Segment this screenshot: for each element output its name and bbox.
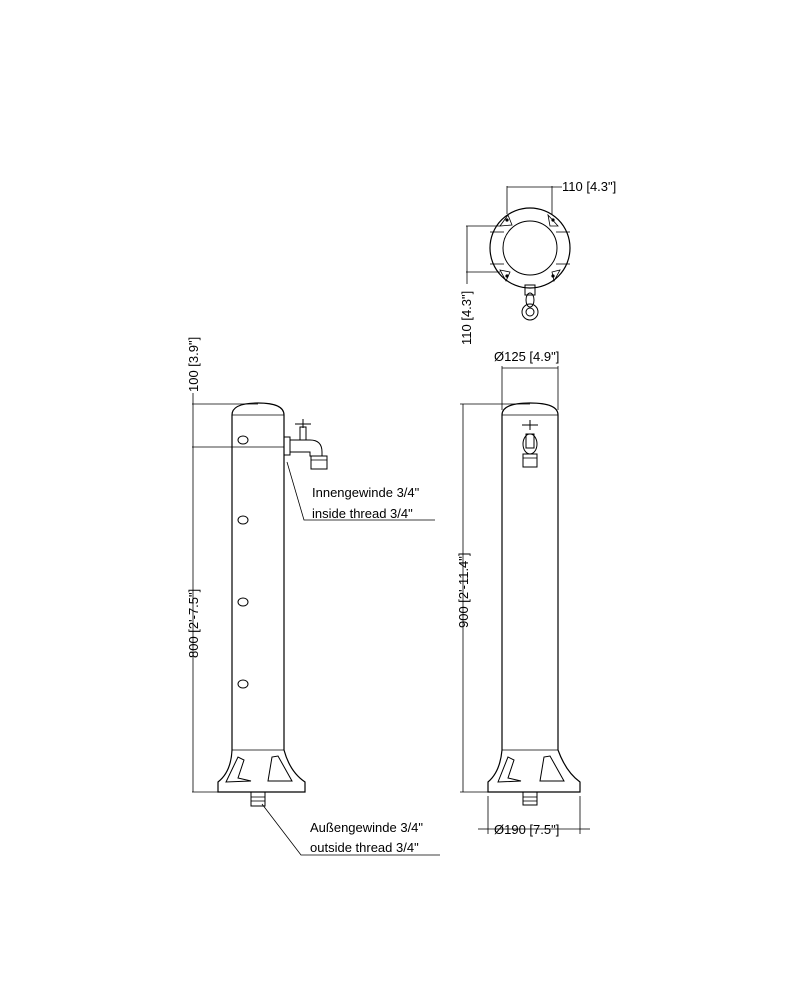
mounting-hole-icon (237, 679, 249, 689)
mounting-hole-icon (237, 597, 249, 607)
top-view-outer-ring (489, 207, 571, 289)
top-depth-label: 110 [4.3"] (459, 291, 474, 345)
tap-stem-icon (524, 284, 536, 296)
inside-thread-label-en: inside thread 3/4" (312, 506, 413, 521)
front-view: Ø125 [4.9"] 900 [2'-11.4"] Ø190 [7.5"] (456, 349, 590, 837)
slot-icon (499, 214, 513, 227)
mounting-hole-icon (237, 435, 249, 445)
outside-thread-label-en: outside thread 3/4" (310, 840, 419, 855)
side-view: 100 [3.9"] 800 [2'-7.5"] Innengewinde 3/… (186, 337, 440, 856)
tap-icon (283, 419, 328, 470)
side-column-body (217, 402, 306, 793)
front-outside-thread-fitting-icon (522, 791, 538, 806)
inside-thread-label-de: Innengewinde 3/4" (312, 485, 420, 500)
base-cutout-icon (267, 755, 293, 782)
top-width-label: 110 [4.3"] (562, 179, 616, 194)
side-top-offset-label: 100 [3.9"] (186, 337, 201, 392)
outside-thread-label-de: Außengewinde 3/4" (310, 820, 423, 835)
base-diameter-label: Ø190 [7.5"] (494, 822, 559, 837)
front-tap-icon (522, 420, 538, 468)
front-height-label: 900 [2'-11.4"] (456, 552, 471, 628)
top-view-inner-ring (502, 220, 558, 276)
outside-thread-fitting-icon (250, 791, 266, 807)
inside-thread-leader (286, 461, 435, 521)
front-column-body (487, 402, 581, 793)
mounting-hole-icon (237, 515, 249, 525)
base-cutout-icon (225, 756, 252, 783)
side-height-label: 800 [2'-7.5"] (186, 589, 201, 658)
front-diameter-label: Ø125 [4.9"] (494, 349, 559, 364)
base-cutout-icon (497, 756, 522, 783)
base-cutout-icon (539, 755, 565, 782)
tap-handle-icon (521, 303, 539, 321)
top-view: 110 [4.3"] 110 [4.3"] (459, 179, 616, 345)
outside-thread-leader (261, 803, 440, 856)
